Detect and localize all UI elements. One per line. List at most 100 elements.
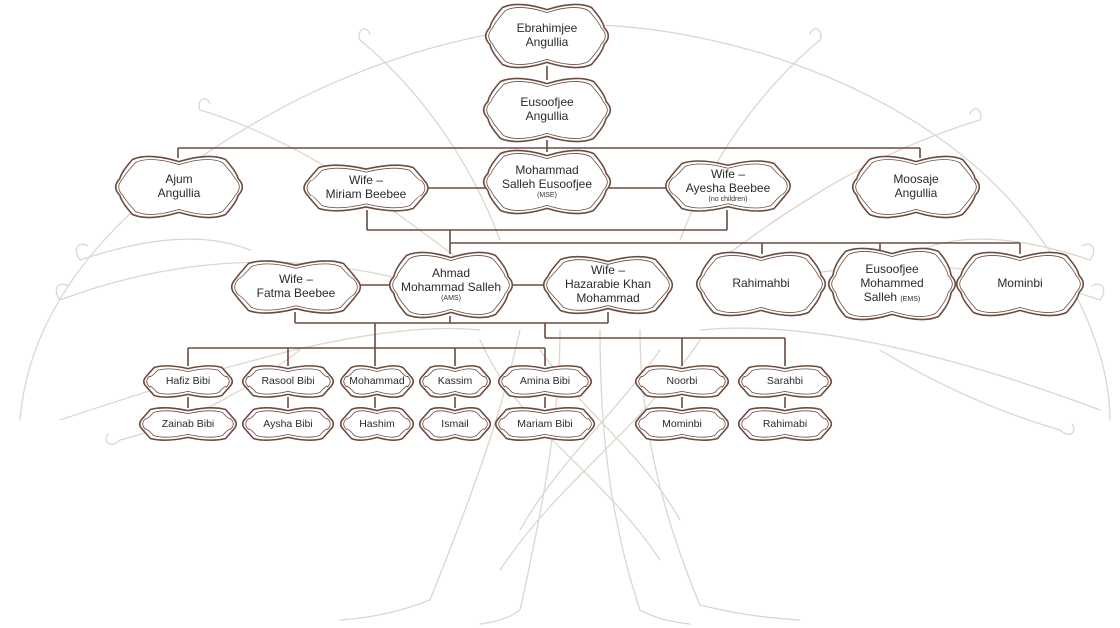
ornate-frame bbox=[241, 407, 335, 441]
node-line-1: Mominbi bbox=[662, 417, 702, 430]
node-line-1: Rahimabi bbox=[762, 417, 808, 430]
node-line-1: Zainab Bibi bbox=[161, 417, 215, 430]
person-zainab-bibi: Zainab Bibi bbox=[138, 407, 238, 441]
person-rahimahbi: Rahimahbi bbox=[695, 251, 827, 317]
node-line-1: Aysha Bibi bbox=[263, 417, 313, 430]
person-aysha-bibi: Aysha Bibi bbox=[241, 407, 335, 441]
ornate-frame bbox=[484, 3, 610, 69]
node-subtitle: (AMS) bbox=[441, 294, 461, 302]
node-line-1: Eusoofjee bbox=[520, 95, 574, 110]
node-line-1: Ahmad bbox=[431, 266, 471, 281]
node-line-2: Angullia bbox=[157, 186, 201, 200]
node-line-1: Ebrahimjee bbox=[516, 21, 578, 36]
node-line-2: Angullia bbox=[525, 109, 569, 123]
node-line-2: Miriam Beebee bbox=[325, 187, 407, 201]
node-line-1: Mohammad bbox=[349, 375, 405, 388]
person-mariam-bibi: Mariam Bibi bbox=[494, 407, 596, 441]
node-line-1: Rahimahbi bbox=[732, 276, 790, 291]
node-line-1: Mohammad bbox=[515, 163, 579, 178]
person-ismail: Ismail bbox=[418, 407, 492, 441]
node-line-1: Hafiz Bibi bbox=[165, 375, 211, 388]
node-line-2: Angullia bbox=[525, 35, 569, 49]
ornate-frame bbox=[497, 365, 593, 398]
person-wife-miriam-beebee: Wife –Miriam Beebee bbox=[303, 164, 429, 212]
node-line-2: Hazarabie Khan bbox=[564, 277, 652, 292]
node-line-2: Fatma Beebee bbox=[256, 286, 336, 300]
ornate-frame bbox=[851, 155, 981, 219]
node-line-1: Moosaje bbox=[893, 172, 939, 187]
person-kassim: Kassim bbox=[418, 365, 492, 398]
person-rasool-bibi: Rasool Bibi bbox=[241, 365, 335, 398]
node-line-1: Wife – bbox=[710, 167, 745, 182]
node-subtitle: (MSE) bbox=[537, 191, 557, 199]
ornate-frame bbox=[339, 365, 415, 398]
person-wife-fatma-beebee: Wife –Fatma Beebee bbox=[230, 260, 362, 314]
node-line-1: Ajum bbox=[165, 172, 193, 187]
node-line-2: Salleh Eusoofjee bbox=[501, 177, 593, 192]
person-wife-ayesha-beebee: Wife –Ayesha Beebee(no children) bbox=[665, 160, 791, 212]
node-line-1: Mominbi bbox=[997, 276, 1043, 291]
person-mohammad: Mohammad bbox=[339, 365, 415, 398]
ornate-frame bbox=[955, 251, 1085, 317]
node-line-1: Sarahbi bbox=[766, 375, 804, 388]
node-subtitle: (EMS) bbox=[900, 295, 921, 303]
person-mominbi-top: Mominbi bbox=[955, 251, 1085, 317]
person-hafiz-bibi: Hafiz Bibi bbox=[142, 365, 234, 398]
person-rahimabi: Rahimabi bbox=[737, 407, 833, 441]
node-line-2: Ayesha Beebee bbox=[685, 181, 771, 196]
ornate-frame bbox=[737, 365, 833, 398]
node-line-3-text: Salleh bbox=[863, 289, 898, 304]
ornate-frame bbox=[230, 260, 362, 314]
node-subtitle: (no children) bbox=[708, 195, 748, 203]
ornate-frame bbox=[634, 365, 730, 398]
node-line-1: Mariam Bibi bbox=[517, 417, 573, 430]
node-line-1: Wife – bbox=[590, 263, 625, 278]
ornate-frame bbox=[634, 407, 730, 441]
ornate-frame bbox=[494, 407, 596, 441]
ornate-frame bbox=[542, 255, 674, 315]
ornate-frame bbox=[388, 251, 514, 319]
node-line-3: Mohammad bbox=[576, 290, 640, 305]
node-line-1: Ismail bbox=[441, 417, 469, 430]
node-line-1: Amina Bibi bbox=[519, 375, 571, 388]
node-line-1: Noorbi bbox=[666, 375, 698, 388]
node-line-3: Salleh (EMS) bbox=[863, 289, 921, 305]
person-hashim: Hashim bbox=[339, 407, 415, 441]
person-noorbi: Noorbi bbox=[634, 365, 730, 398]
node-line-2: Angullia bbox=[894, 186, 938, 200]
node-line-1: Hashim bbox=[359, 417, 395, 430]
person-sarahbi: Sarahbi bbox=[737, 365, 833, 398]
node-line-1: Wife – bbox=[278, 272, 313, 287]
node-line-1: Eusoofjee bbox=[865, 262, 919, 277]
ornate-frame bbox=[339, 407, 415, 441]
ornate-frame bbox=[303, 164, 429, 212]
ornate-frame bbox=[418, 365, 492, 398]
ornate-frame bbox=[737, 407, 833, 441]
ornate-frame bbox=[418, 407, 492, 441]
node-line-1: Kassim bbox=[437, 375, 473, 388]
ornate-frame bbox=[827, 247, 957, 321]
ornate-frame bbox=[142, 365, 234, 398]
ornate-frame bbox=[695, 251, 827, 317]
person-mominbi-low: Mominbi bbox=[634, 407, 730, 441]
person-amina-bibi: Amina Bibi bbox=[497, 365, 593, 398]
ornate-frame bbox=[482, 77, 612, 143]
node-line-2: Mohammed bbox=[860, 276, 924, 291]
ornate-frame bbox=[241, 365, 335, 398]
node-line-2: Mohammad Salleh bbox=[400, 280, 502, 295]
node-line-1: Wife – bbox=[348, 173, 383, 188]
ornate-frame bbox=[114, 155, 244, 219]
node-line-1: Rasool Bibi bbox=[261, 375, 315, 388]
ornate-frame bbox=[482, 149, 612, 215]
